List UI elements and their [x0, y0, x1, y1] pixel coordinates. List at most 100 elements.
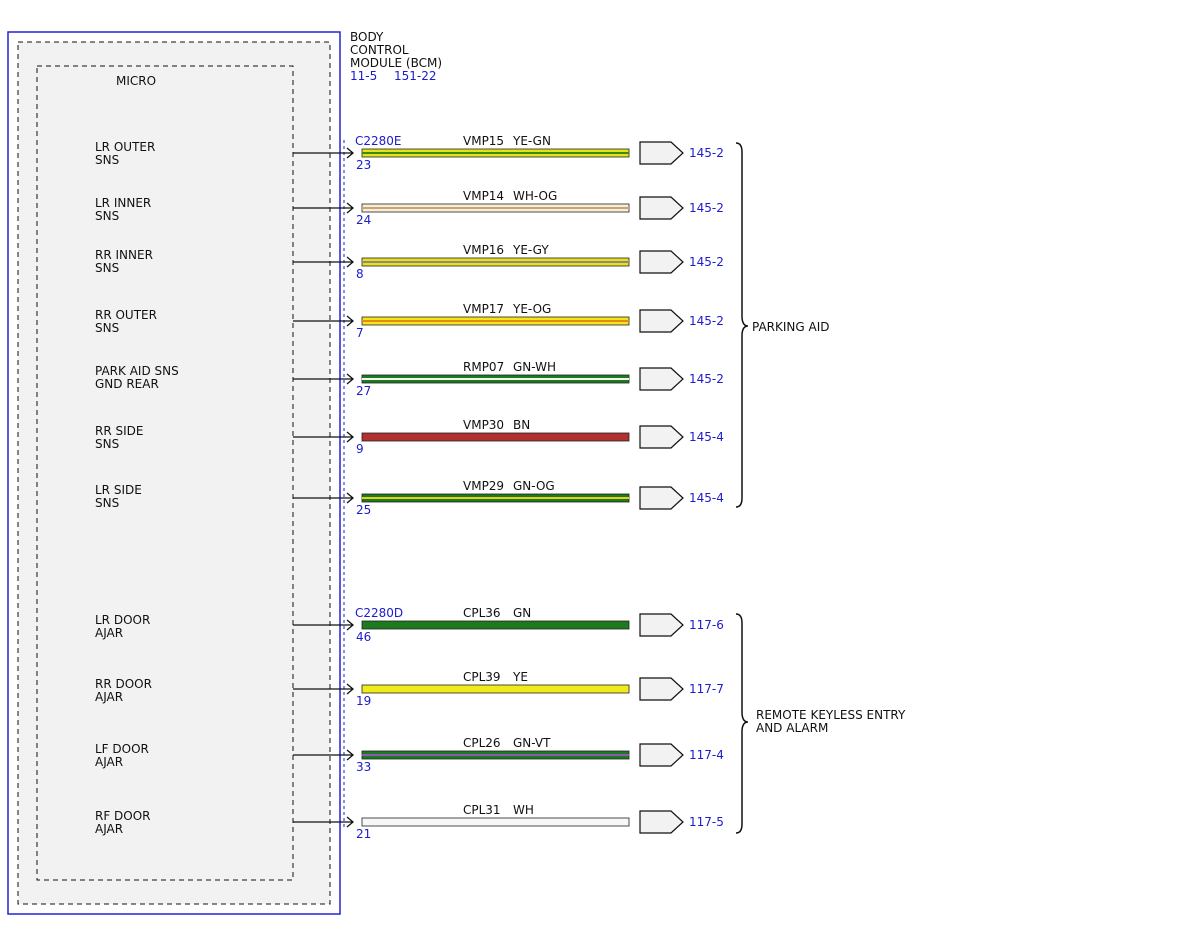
wire-color-code: YE-GY [512, 243, 549, 257]
circuit-id: CPL36 [463, 606, 501, 620]
off-page-connector-icon[interactable] [639, 309, 684, 333]
pin-number: 25 [356, 503, 371, 517]
off-page-connector-icon[interactable] [639, 141, 684, 165]
connector-id[interactable]: C2280D [355, 606, 403, 620]
pin-number: 24 [356, 213, 371, 227]
page-reference-link[interactable]: 145-2 [689, 314, 724, 328]
micro-dashed-box [36, 65, 294, 881]
wire-stripe [362, 152, 629, 154]
wire-stripe [362, 320, 629, 322]
page-reference-link[interactable]: 145-4 [689, 430, 724, 444]
pin-number: 46 [356, 630, 371, 644]
circuit-id: CPL26 [463, 736, 501, 750]
pin-number: 21 [356, 827, 371, 841]
group-label-parking-aid: PARKING AID [752, 320, 830, 334]
page-reference-link[interactable]: 117-5 [689, 815, 724, 829]
connector-id[interactable]: C2280E [355, 134, 402, 148]
circuit-id: VMP16 [463, 243, 504, 257]
module-title-line-1: BODY [350, 30, 384, 44]
wire-stripe [362, 754, 629, 756]
circuit-id: RMP07 [463, 360, 504, 374]
wire-stripe [362, 497, 629, 499]
page-reference-link[interactable]: 145-2 [689, 201, 724, 215]
wire[interactable] [361, 684, 630, 694]
connector-chevron-icon [346, 492, 355, 504]
circuit-id: CPL39 [463, 670, 501, 684]
wire-color-code: BN [513, 418, 530, 432]
circuit-id: VMP15 [463, 134, 504, 148]
wire-color-code: YE-OG [512, 302, 551, 316]
off-page-connector-icon[interactable] [639, 486, 684, 510]
wire-color-code: WH-OG [513, 189, 557, 203]
wire-color-code: GN-WH [513, 360, 556, 374]
wire-color-code: YE [512, 670, 528, 684]
wire[interactable] [361, 620, 630, 630]
wire[interactable] [361, 817, 630, 827]
page-reference-link[interactable]: 145-4 [689, 491, 724, 505]
off-page-connector-icon[interactable] [639, 810, 684, 834]
connector-chevron-icon [346, 147, 355, 159]
connector-chevron-icon [346, 373, 355, 385]
circuit-id: CPL31 [463, 803, 501, 817]
wire[interactable] [361, 432, 630, 442]
pin-number: 8 [356, 267, 364, 281]
off-page-connector-icon[interactable] [639, 367, 684, 391]
off-page-connector-icon[interactable] [639, 677, 684, 701]
off-page-connector-icon[interactable] [639, 743, 684, 767]
wire-stripe [362, 207, 629, 209]
off-page-connector-icon[interactable] [639, 425, 684, 449]
wire-color-code: GN-VT [513, 736, 551, 750]
connector-chevron-icon [346, 256, 355, 268]
page-reference-link[interactable]: 117-4 [689, 748, 724, 762]
pin-number: 23 [356, 158, 371, 172]
page-reference-link[interactable]: 117-6 [689, 618, 724, 632]
module-title: BODY CONTROL MODULE (BCM) [350, 30, 442, 70]
connector-chevron-icon [346, 816, 355, 828]
pin-number: 9 [356, 442, 364, 456]
module-ref-b[interactable]: 151-22 [394, 69, 437, 83]
page-reference-link[interactable]: 145-2 [689, 146, 724, 160]
connector-chevron-icon [346, 431, 355, 443]
page-reference-link[interactable]: 145-2 [689, 372, 724, 386]
pin-number: 27 [356, 384, 371, 398]
connector-chevron-icon [346, 202, 355, 214]
wire-stripe [362, 261, 629, 263]
page-reference-link[interactable]: 117-7 [689, 682, 724, 696]
module-ref-a[interactable]: 11-5 [350, 69, 377, 83]
off-page-connector-icon[interactable] [639, 250, 684, 274]
wire-color-code: GN-OG [513, 479, 555, 493]
off-page-connector-icon[interactable] [639, 613, 684, 637]
off-page-connector-icon[interactable] [639, 196, 684, 220]
wire-stripe [362, 378, 629, 380]
connector-chevron-icon [346, 315, 355, 327]
micro-label: MICRO [116, 74, 156, 88]
circuit-id: VMP30 [463, 418, 504, 432]
pin-number: 33 [356, 760, 371, 774]
connector-chevron-icon [346, 683, 355, 695]
wire-color-code: WH [513, 803, 534, 817]
pin-number: 7 [356, 326, 364, 340]
page-reference-link[interactable]: 145-2 [689, 255, 724, 269]
remote-keyless-entry-brace [735, 613, 749, 834]
pin-number: 19 [356, 694, 371, 708]
group-label-remote-keyless-entry: REMOTE KEYLESS ENTRY AND ALARM [756, 708, 909, 735]
